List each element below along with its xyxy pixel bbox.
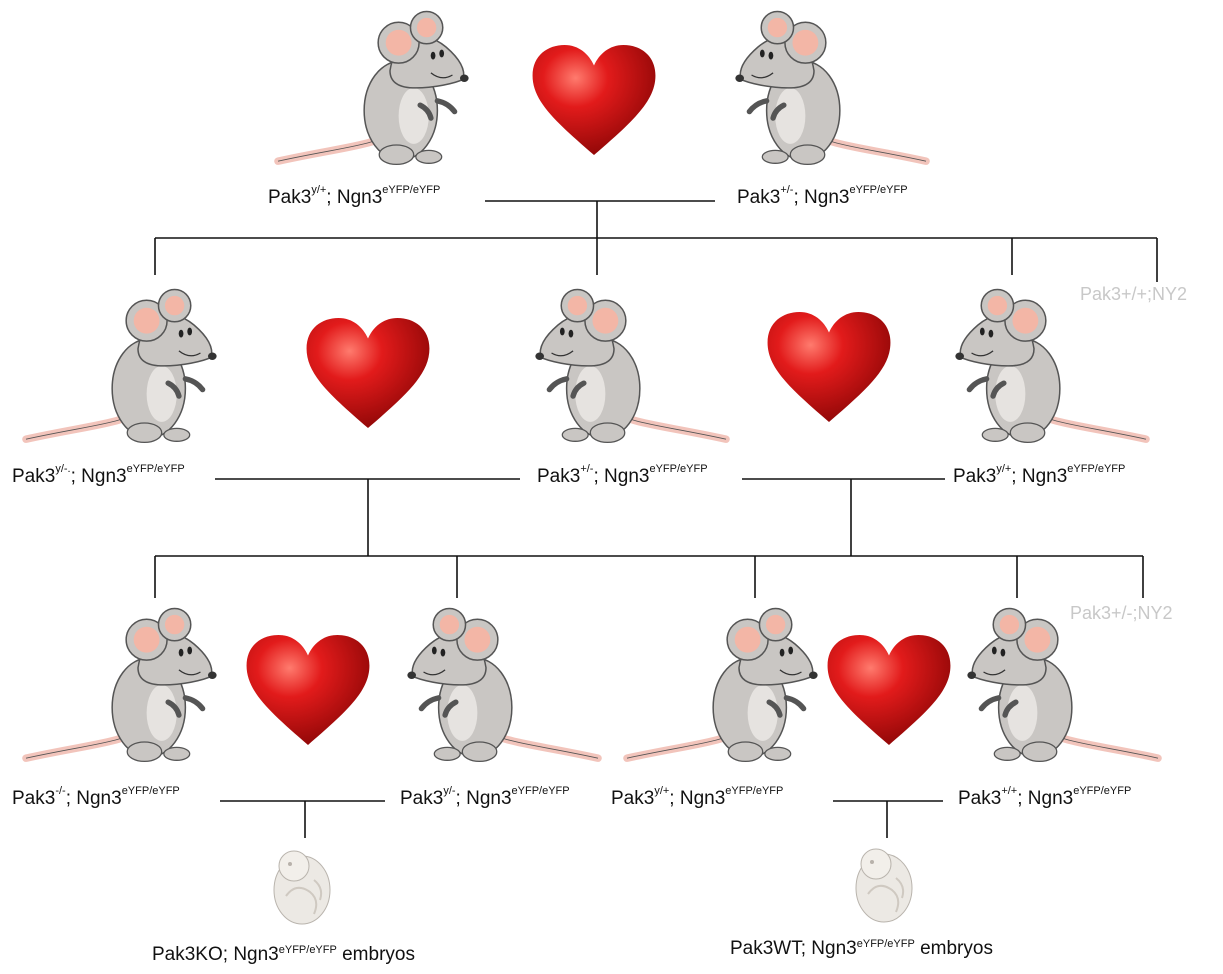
ghost-label-gen2: Pak3+/-;NY2 (1070, 603, 1173, 624)
heart-gen1-left (304, 315, 432, 431)
ghost-label-gen1: Pak3+/+;NY2 (1080, 284, 1187, 305)
mouse-pak3-y-plus-gen0 (334, 8, 474, 170)
mouse-pak3-plus-plus-gen2 (962, 605, 1102, 767)
mouse-pak3-plus-minus-gen0 (730, 8, 870, 170)
embryo-label-ko: Pak3KO; Ngn3eYFP/eYFP embryos (152, 944, 415, 966)
genotype-label-gen2-a: Pak3-/-; Ngn3eYFP/eYFP (12, 788, 180, 810)
mouse-pak3-y-minus-gen2 (402, 605, 542, 767)
embryo-label-wt: Pak3WT; Ngn3eYFP/eYFP embryos (730, 938, 993, 960)
genotype-label-gen0-right: Pak3+/-; Ngn3eYFP/eYFP (737, 187, 908, 209)
genotype-label-gen2-b: Pak3y/-; Ngn3eYFP/eYFP (400, 788, 570, 810)
genotype-label-gen1-right: Pak3y/+; Ngn3eYFP/eYFP (953, 466, 1125, 488)
mouse-pak3-minus-minus-gen2 (82, 605, 222, 767)
genotype-label-gen1-middle: Pak3+/-; Ngn3eYFP/eYFP (537, 466, 708, 488)
mouse-pak3-plus-minus-gen1 (530, 286, 670, 448)
heart-gen2-right (825, 632, 953, 748)
genotype-label-gen2-d: Pak3+/+; Ngn3eYFP/eYFP (958, 788, 1131, 810)
heart-gen1-right (765, 309, 893, 425)
mouse-pak3-y-plus-gen2 (683, 605, 823, 767)
genotype-label-gen0-left: Pak3y/+; Ngn3eYFP/eYFP (268, 187, 440, 209)
embryo-icon-wt (848, 838, 920, 928)
genotype-label-gen1-left: Pak3y/-.; Ngn3eYFP/eYFP (12, 466, 185, 488)
genotype-label-gen2-c: Pak3y/+; Ngn3eYFP/eYFP (611, 788, 783, 810)
heart-gen0 (530, 42, 658, 158)
embryo-icon-ko (266, 840, 338, 930)
mouse-pak3-y-minus-gen1 (82, 286, 222, 448)
heart-gen2-left (244, 632, 372, 748)
mouse-pak3-y-plus-gen1 (950, 286, 1090, 448)
